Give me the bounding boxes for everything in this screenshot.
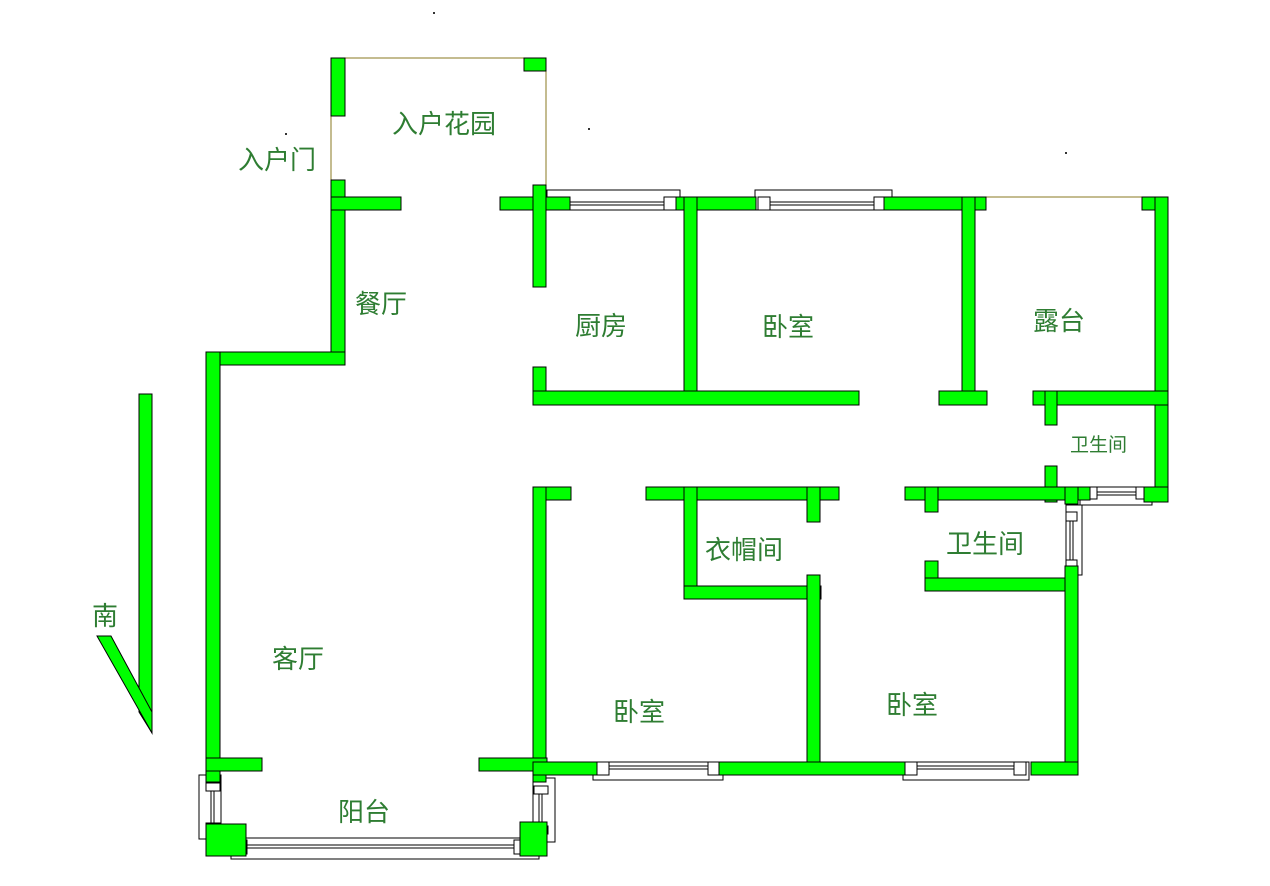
artifact-dot [588, 128, 590, 130]
label-cloakroom: 衣帽间 [705, 536, 784, 566]
label-dining: 餐厅 [355, 290, 408, 320]
label-bathroom-small: 卫生间 [1070, 434, 1128, 456]
south-arrow-icon [96, 393, 153, 735]
compass-label-south: 南 [92, 602, 119, 632]
artifact-dot [285, 133, 287, 135]
label-bedroom-sw: 卧室 [613, 698, 666, 728]
artifact-dot [433, 12, 435, 14]
label-bedroom-north: 卧室 [762, 313, 815, 343]
label-balcony: 阳台 [338, 798, 391, 828]
label-kitchen: 厨房 [575, 312, 628, 342]
label-entry-door: 入户门 [238, 146, 317, 176]
label-terrace: 露台 [1033, 307, 1086, 337]
label-bathroom-master: 卫生间 [946, 530, 1025, 560]
walls [205, 57, 1169, 857]
label-bedroom-se: 卧室 [886, 691, 939, 721]
windows [198, 189, 1153, 860]
label-entry-garden: 入户花园 [392, 110, 497, 140]
label-living-room: 客厅 [272, 645, 325, 675]
artifact-dot [1065, 152, 1067, 154]
